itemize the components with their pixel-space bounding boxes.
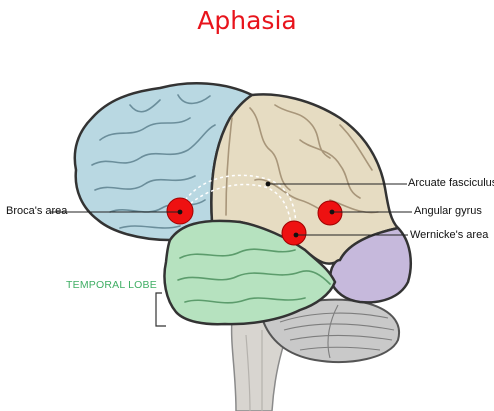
arcuate-leader-dot bbox=[266, 182, 271, 187]
arcuate-fasciculus-label: Arcuate fasciculus bbox=[408, 177, 494, 189]
temporal-lobe-label: TEMPORAL LOBE bbox=[66, 279, 157, 291]
angular-leader-dot bbox=[330, 210, 335, 215]
brocas-area-label: Broca's area bbox=[6, 205, 67, 217]
wernickes-leader-dot bbox=[294, 233, 299, 238]
wernickes-area-label: Wernicke's area bbox=[410, 229, 488, 241]
temporal-lobe-bracket bbox=[156, 293, 166, 326]
wernickes-area-marker bbox=[282, 221, 306, 245]
angular-gyrus-label: Angular gyrus bbox=[414, 205, 482, 217]
brocas-leader-dot bbox=[178, 210, 183, 215]
